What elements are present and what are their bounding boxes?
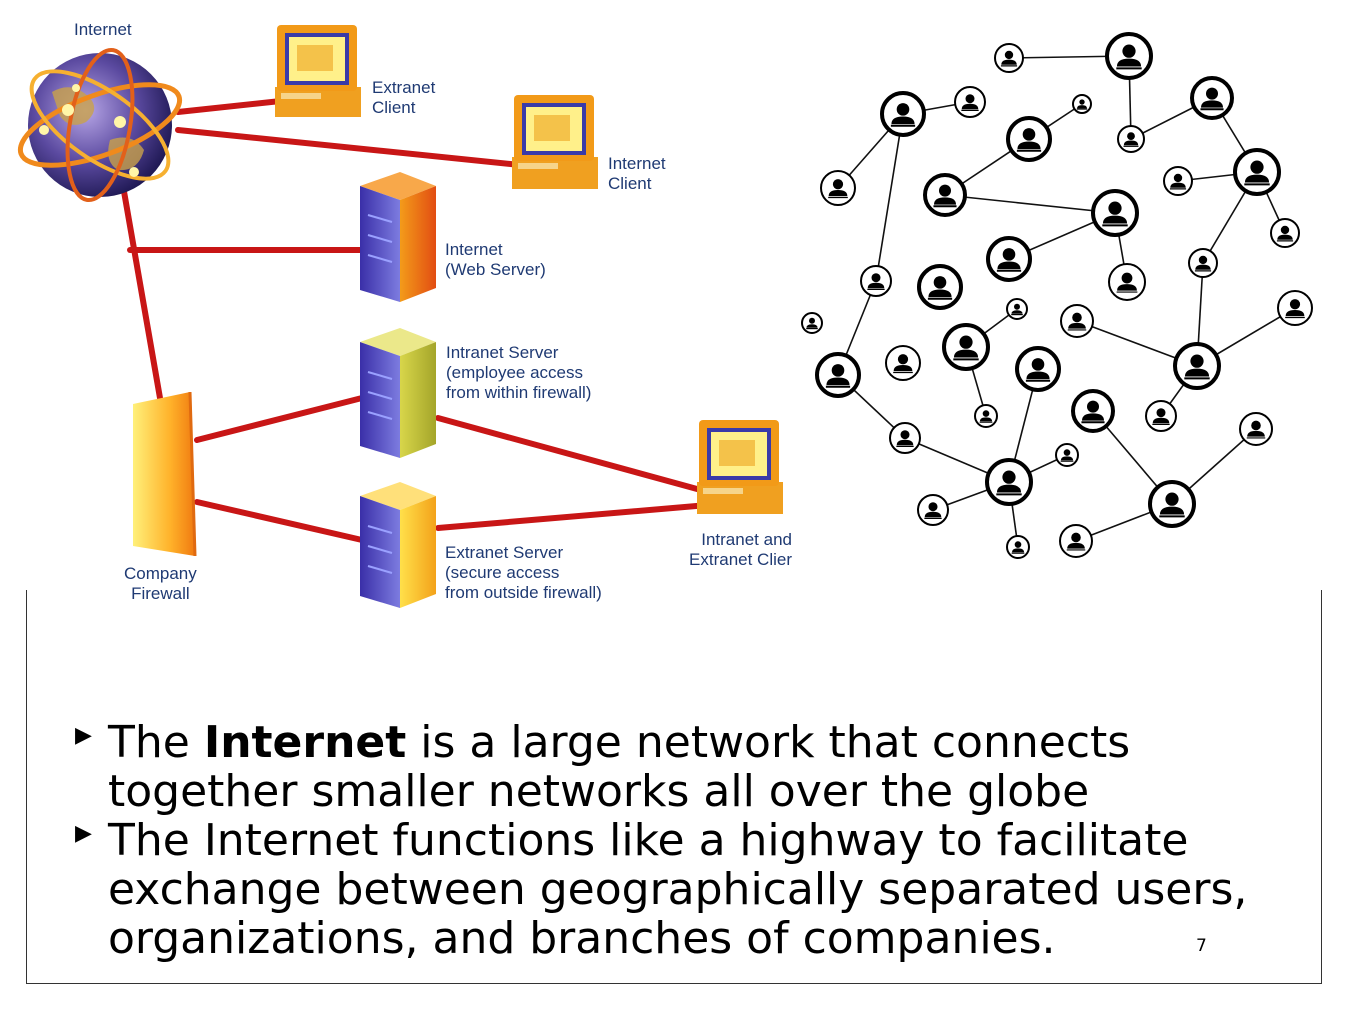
label-extranet-server: Extranet Server (secure access from outs… — [445, 543, 602, 602]
user-icon — [1006, 298, 1028, 320]
user-icon — [1006, 535, 1030, 559]
label-intranet-server: Intranet Server (employee access from wi… — [446, 343, 592, 402]
user-icon — [1188, 248, 1218, 278]
bullet-bold-term: Internet — [203, 717, 407, 768]
bullet-text: The Internet functions like a highway to… — [108, 815, 1248, 964]
user-icon — [994, 43, 1024, 73]
user-icon — [917, 264, 963, 310]
network-edge — [875, 113, 904, 282]
user-icon — [1233, 148, 1281, 196]
user-icon — [1006, 116, 1052, 162]
company-firewall-icon — [133, 391, 197, 557]
user-icon — [1148, 480, 1196, 528]
label-internet: Internet — [74, 20, 132, 39]
extranet-client-computer-icon — [275, 25, 361, 117]
label-web-server: Internet (Web Server) — [445, 240, 546, 279]
diagram-graphics — [17, 25, 783, 608]
label-internet-client: Internet Client — [608, 154, 666, 193]
user-icon — [985, 458, 1033, 506]
user-icon — [820, 170, 856, 206]
user-icon — [1117, 125, 1145, 153]
web-server-icon — [360, 172, 436, 302]
intranet-extranet-client-computer-icon — [697, 420, 783, 514]
user-icon — [1060, 304, 1094, 338]
triangle-right-icon: ▶ — [75, 821, 92, 846]
internet-globe-icon — [17, 47, 183, 203]
user-icon — [880, 91, 926, 137]
user-icon — [954, 86, 986, 118]
user-icon — [923, 173, 967, 217]
user-icon — [1108, 263, 1146, 301]
user-icon — [815, 352, 861, 398]
user-icon — [1059, 524, 1093, 558]
intranet-server-icon — [360, 328, 436, 458]
bullet-text-end: is a large network that connects togethe… — [108, 717, 1131, 817]
bullet-text-start: The — [108, 717, 204, 768]
user-icon — [1145, 400, 1177, 432]
social-network-graph — [801, 32, 1313, 559]
label-company-firewall: Company Firewall — [124, 564, 197, 603]
network-edge — [944, 194, 1116, 214]
bullet-list: ▶ The Internet is a large network that c… — [75, 718, 1305, 963]
user-icon — [1091, 189, 1139, 237]
network-nodes — [801, 32, 1313, 559]
network-architecture-diagram: Internet Extranet Client Internet Client… — [0, 0, 800, 615]
user-icon — [1055, 443, 1079, 467]
user-icon — [942, 323, 990, 371]
label-intranet-extranet-client: Intranet and Extranet Clier — [689, 530, 792, 569]
triangle-right-icon: ▶ — [75, 723, 92, 748]
user-icon — [974, 404, 998, 428]
user-icon — [1270, 218, 1300, 248]
user-icon — [986, 236, 1032, 282]
user-icon — [1105, 32, 1153, 80]
user-icon — [1071, 389, 1115, 433]
internet-client-computer-icon — [512, 95, 598, 189]
user-icon — [1015, 346, 1061, 392]
user-icon — [1173, 342, 1221, 390]
extranet-server-icon — [360, 482, 436, 608]
user-icon — [801, 312, 823, 334]
user-icon — [1163, 166, 1193, 196]
bullet-item: ▶ The Internet functions like a highway … — [75, 816, 1305, 963]
user-icon — [1190, 76, 1234, 120]
diagram-links — [119, 97, 711, 543]
user-icon — [1239, 412, 1273, 446]
user-icon — [917, 494, 949, 526]
user-icon — [1072, 94, 1092, 114]
user-icon — [889, 422, 921, 454]
user-icon — [885, 345, 921, 381]
bullet-item: ▶ The Internet is a large network that c… — [75, 718, 1305, 816]
content-text-box — [26, 590, 1322, 984]
slide-number: 7 — [1196, 936, 1207, 956]
label-extranet-client: Extranet Client — [372, 78, 436, 117]
user-icon — [860, 265, 892, 297]
user-icon — [1277, 290, 1313, 326]
